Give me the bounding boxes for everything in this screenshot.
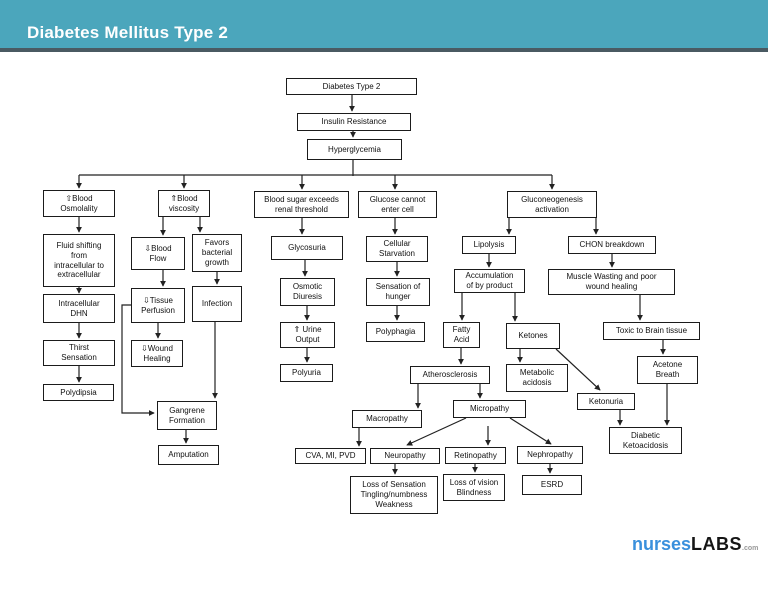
flow-node-muscle-wasting-poor-wound-healing: Muscle Wasting and poor wound healing bbox=[548, 269, 675, 295]
flow-node-decreased-tissue-perfusion: ⇩Tissue Perfusion bbox=[131, 288, 185, 323]
flow-node-favors-bacterial-growth: Favors bacterial growth bbox=[192, 234, 242, 272]
flow-node-esrd: ESRD bbox=[522, 475, 582, 495]
flow-node-thirst-sensation: Thirst Sensation bbox=[43, 340, 115, 366]
page-title: Diabetes Mellitus Type 2 bbox=[27, 23, 228, 42]
flow-node-acetone-breath: Acetone Breath bbox=[637, 356, 698, 384]
flow-node-gluconeogenesis-activation: Gluconeogenesis activation bbox=[507, 191, 597, 218]
flow-node-glycosuria: Glycosuria bbox=[271, 236, 343, 260]
flow-node-intracellular-dhn: Intracellular DHN bbox=[43, 294, 115, 323]
flow-node-micropathy: Micropathy bbox=[453, 400, 526, 418]
flow-node-osmotic-diuresis: Osmotic Diuresis bbox=[280, 278, 335, 306]
flow-node-metabolic-acidosis: Metabolic acidosis bbox=[506, 364, 568, 392]
logo-com-text: .com bbox=[742, 545, 759, 552]
flow-node-gangrene-formation: Gangrene Formation bbox=[157, 401, 217, 430]
flow-node-ketones: Ketones bbox=[506, 323, 560, 349]
flow-node-nephropathy: Nephropathy bbox=[517, 446, 583, 464]
flow-node-increased-blood-viscosity: ⇑Blood viscosity bbox=[158, 190, 210, 217]
flow-node-infection: Infection bbox=[192, 286, 242, 322]
title-bar: Diabetes Mellitus Type 2 bbox=[0, 0, 768, 52]
flow-node-increased-blood-osmolality: ⇧Blood Osmolality bbox=[43, 190, 115, 217]
flow-node-accumulation-of-by-product: Accumulation of by product bbox=[454, 269, 525, 293]
flow-node-loss-of-vision: Loss of vision Blindness bbox=[443, 474, 505, 501]
flow-node-insulin-resistance: Insulin Resistance bbox=[297, 113, 411, 131]
flow-node-chon-breakdown: CHON breakdown bbox=[568, 236, 656, 254]
flow-node-toxic-to-brain-tissue: Toxic to Brain tissue bbox=[603, 322, 700, 340]
flow-node-polyphagia: Polyphagia bbox=[366, 322, 425, 342]
flow-node-diabetes-type-2: Diabetes Type 2 bbox=[286, 78, 417, 95]
flow-node-hyperglycemia: Hyperglycemia bbox=[307, 139, 402, 160]
flow-node-macropathy: Macropathy bbox=[352, 410, 422, 428]
flow-node-decreased-wound-healing: ⇩Wound Healing bbox=[131, 340, 183, 367]
flow-node-polyuria: Polyuria bbox=[280, 364, 333, 382]
flow-node-fatty-acid: Fatty Acid bbox=[443, 322, 480, 348]
flow-node-sensation-of-hunger: Sensation of hunger bbox=[366, 278, 430, 306]
flow-node-increased-urine-output: ⇑ Urine Output bbox=[280, 322, 335, 348]
flow-node-diabetic-ketoacidosis: Diabetic Ketoacidosis bbox=[609, 427, 682, 454]
logo-nurses-text: nurses bbox=[632, 534, 692, 554]
flow-node-fluid-shifting: Fluid shifting from intracellular to ext… bbox=[43, 234, 115, 287]
logo-labs-text: LABS bbox=[691, 534, 743, 554]
flow-edge-17 bbox=[121, 304, 155, 416]
flow-edge-43 bbox=[406, 417, 467, 446]
flow-node-polydipsia: Polydipsia bbox=[43, 384, 114, 401]
flow-edge-45 bbox=[509, 417, 552, 445]
flow-node-ketonuria: Ketonuria bbox=[577, 393, 635, 410]
flow-node-cva-mi-pvd: CVA, MI, PVD bbox=[295, 448, 366, 464]
flow-node-lipolysis: Lipolysis bbox=[462, 236, 516, 254]
flow-node-cellular-starvation: Cellular Starvation bbox=[366, 236, 428, 262]
nurseslabs-logo: nursesLABS.com bbox=[632, 534, 758, 555]
flow-node-loss-of-sensation: Loss of Sensation Tingling/numbness Weak… bbox=[350, 476, 438, 514]
flow-node-atherosclerosis: Atherosclerosis bbox=[410, 366, 490, 384]
flow-node-glucose-cannot-enter-cell: Glucose cannot enter cell bbox=[358, 191, 437, 218]
flow-node-amputation: Amputation bbox=[158, 445, 219, 465]
flow-node-retinopathy: Retinopathy bbox=[445, 447, 506, 464]
flow-node-neuropathy: Neuropathy bbox=[370, 448, 440, 464]
flow-edge-37 bbox=[555, 348, 601, 391]
flow-node-decreased-blood-flow: ⇩Blood Flow bbox=[131, 237, 185, 270]
flow-node-blood-sugar-exceeds-renal-threshold: Blood sugar exceeds renal threshold bbox=[254, 191, 349, 218]
